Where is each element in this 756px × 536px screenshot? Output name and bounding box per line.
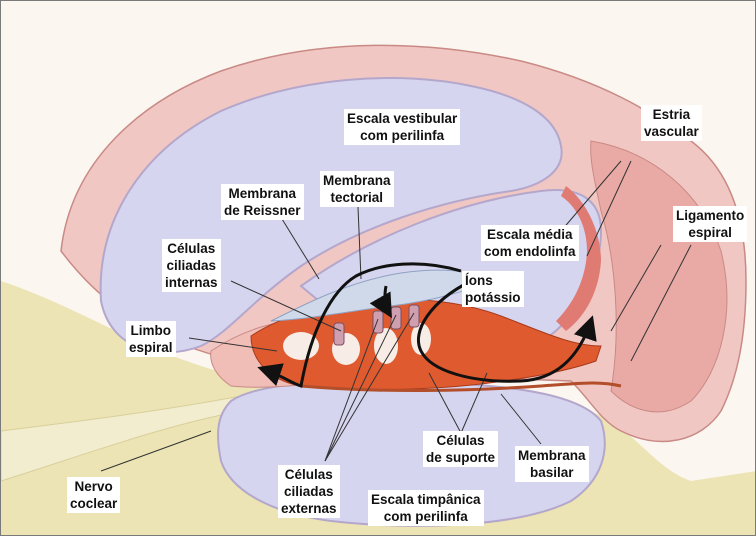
label-celulas-suporte-l2: de suporte: [426, 449, 495, 466]
label-cci-l1: Células: [165, 240, 218, 257]
label-nervo-coclear-l2: coclear: [70, 495, 117, 512]
label-membrana-basilar: Membrana basilar: [515, 446, 589, 482]
label-escala-timpanica: Escala timpânica com perilinfa: [368, 490, 484, 526]
label-nervo-coclear: Nervo coclear: [67, 477, 120, 513]
label-celulas-suporte-l1: Células: [426, 432, 495, 449]
label-ligamento-espiral: Ligamento espiral: [673, 206, 747, 242]
label-cci-l3: internas: [165, 274, 218, 291]
label-cci-l2: ciliadas: [165, 257, 218, 274]
label-limbo-espiral: Limbo espiral: [126, 321, 176, 357]
label-estria-vascular-l2: vascular: [644, 123, 699, 140]
label-limbo-espiral-l2: espiral: [129, 339, 173, 356]
label-escala-media-l1: Escala média: [484, 226, 576, 243]
label-membrana-basilar-l1: Membrana: [518, 447, 586, 464]
label-estria-vascular-l1: Estria: [644, 106, 699, 123]
label-ions-potassio-l2: potássio: [465, 289, 521, 306]
label-ions-potassio-l1: Íons: [465, 272, 521, 289]
label-membrana-basilar-l2: basilar: [518, 464, 586, 481]
label-membrana-tectorial-l2: tectorial: [323, 189, 391, 206]
label-membrana-tectorial: Membrana tectorial: [320, 171, 394, 207]
label-escala-timpanica-l1: Escala timpânica: [371, 491, 481, 508]
label-escala-vestibular-l1: Escala vestibular: [347, 110, 457, 127]
label-escala-timpanica-l2: com perilinfa: [371, 508, 481, 525]
label-celulas-ciliadas-internas: Células ciliadas internas: [162, 239, 221, 292]
label-ions-potassio: Íons potássio: [462, 271, 524, 307]
label-escala-vestibular: Escala vestibular com perilinfa: [344, 109, 460, 145]
label-membrana-reissner-l1: Membrana: [224, 185, 301, 202]
label-escala-media-l2: com endolinfa: [484, 243, 576, 260]
label-membrana-reissner-l2: de Reissner: [224, 202, 301, 219]
label-nervo-coclear-l1: Nervo: [70, 478, 117, 495]
label-escala-vestibular-l2: com perilinfa: [347, 127, 457, 144]
label-celulas-ciliadas-externas: Células ciliadas externas: [278, 465, 340, 518]
label-celulas-suporte: Células de suporte: [423, 431, 498, 467]
label-estria-vascular: Estria vascular: [641, 105, 702, 141]
label-cce-l3: externas: [281, 500, 337, 517]
label-ligamento-espiral-l2: espiral: [676, 224, 744, 241]
label-membrana-reissner: Membrana de Reissner: [221, 184, 304, 220]
label-ligamento-espiral-l1: Ligamento: [676, 207, 744, 224]
label-cce-l1: Células: [281, 466, 337, 483]
label-membrana-tectorial-l1: Membrana: [323, 172, 391, 189]
label-cce-l2: ciliadas: [281, 483, 337, 500]
label-escala-media: Escala média com endolinfa: [481, 225, 579, 261]
label-limbo-espiral-l1: Limbo: [129, 322, 173, 339]
